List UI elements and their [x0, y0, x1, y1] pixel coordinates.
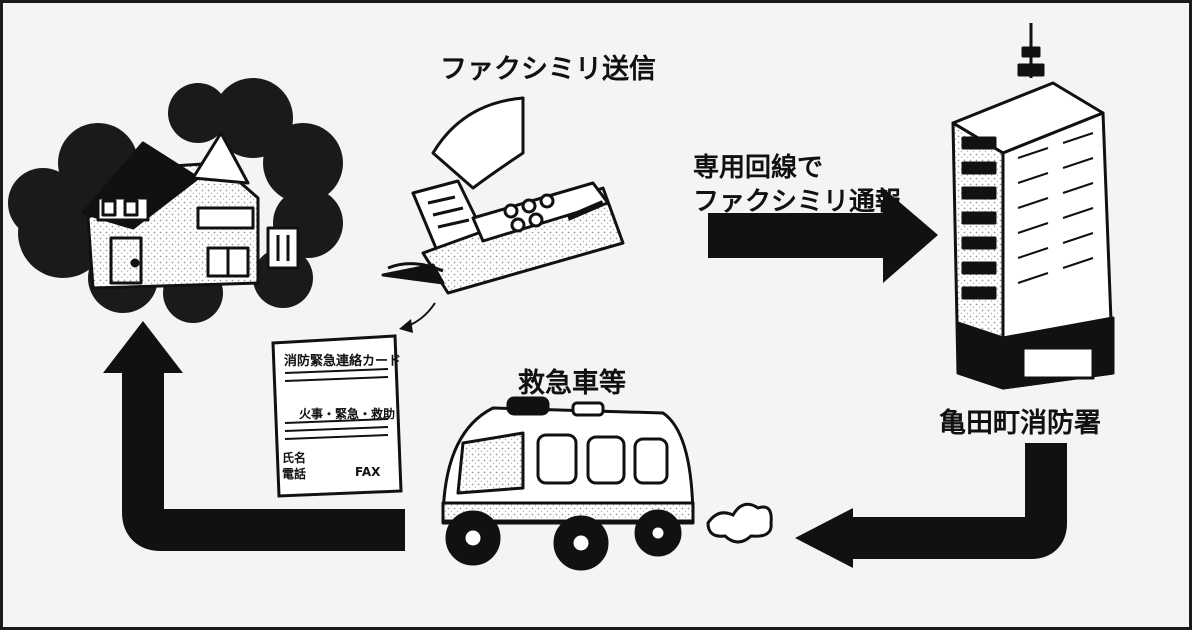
route-line-2: ファクシミリ通報	[693, 187, 902, 217]
hand	[431, 96, 525, 190]
burning-house	[8, 78, 343, 323]
ambulance-label: 救急車等	[518, 368, 626, 399]
return-arrow-body	[122, 373, 405, 551]
dispatch-arrow-head	[795, 508, 853, 568]
emergency-card	[271, 334, 403, 498]
card-fax-label: FAX	[355, 465, 381, 479]
dispatch-arrow-body	[853, 443, 1067, 559]
fax-transmission-label: ファクシミリ送信	[440, 54, 656, 85]
house	[81, 131, 300, 290]
card-phone-label: 電話	[282, 467, 307, 481]
fax-machine	[381, 96, 625, 295]
fire-station-building	[951, 23, 1115, 390]
return-arrow-head	[103, 321, 183, 373]
card-title: 消防緊急連絡カード	[284, 354, 402, 369]
card-incident-types: 火事・緊急・救助	[299, 407, 396, 421]
ambulance	[441, 396, 695, 571]
diagram-artwork	[8, 23, 1115, 571]
card-name-label: 氏名	[282, 451, 307, 465]
fax-line-arrow	[708, 188, 938, 283]
route-line-1: 専用回線で	[693, 153, 824, 183]
exhaust-puff	[706, 502, 773, 544]
dedicated-line-label: 専用回線で ファクシミリ通報	[693, 151, 901, 219]
fire-station-label: 亀田町消防署	[939, 408, 1101, 439]
